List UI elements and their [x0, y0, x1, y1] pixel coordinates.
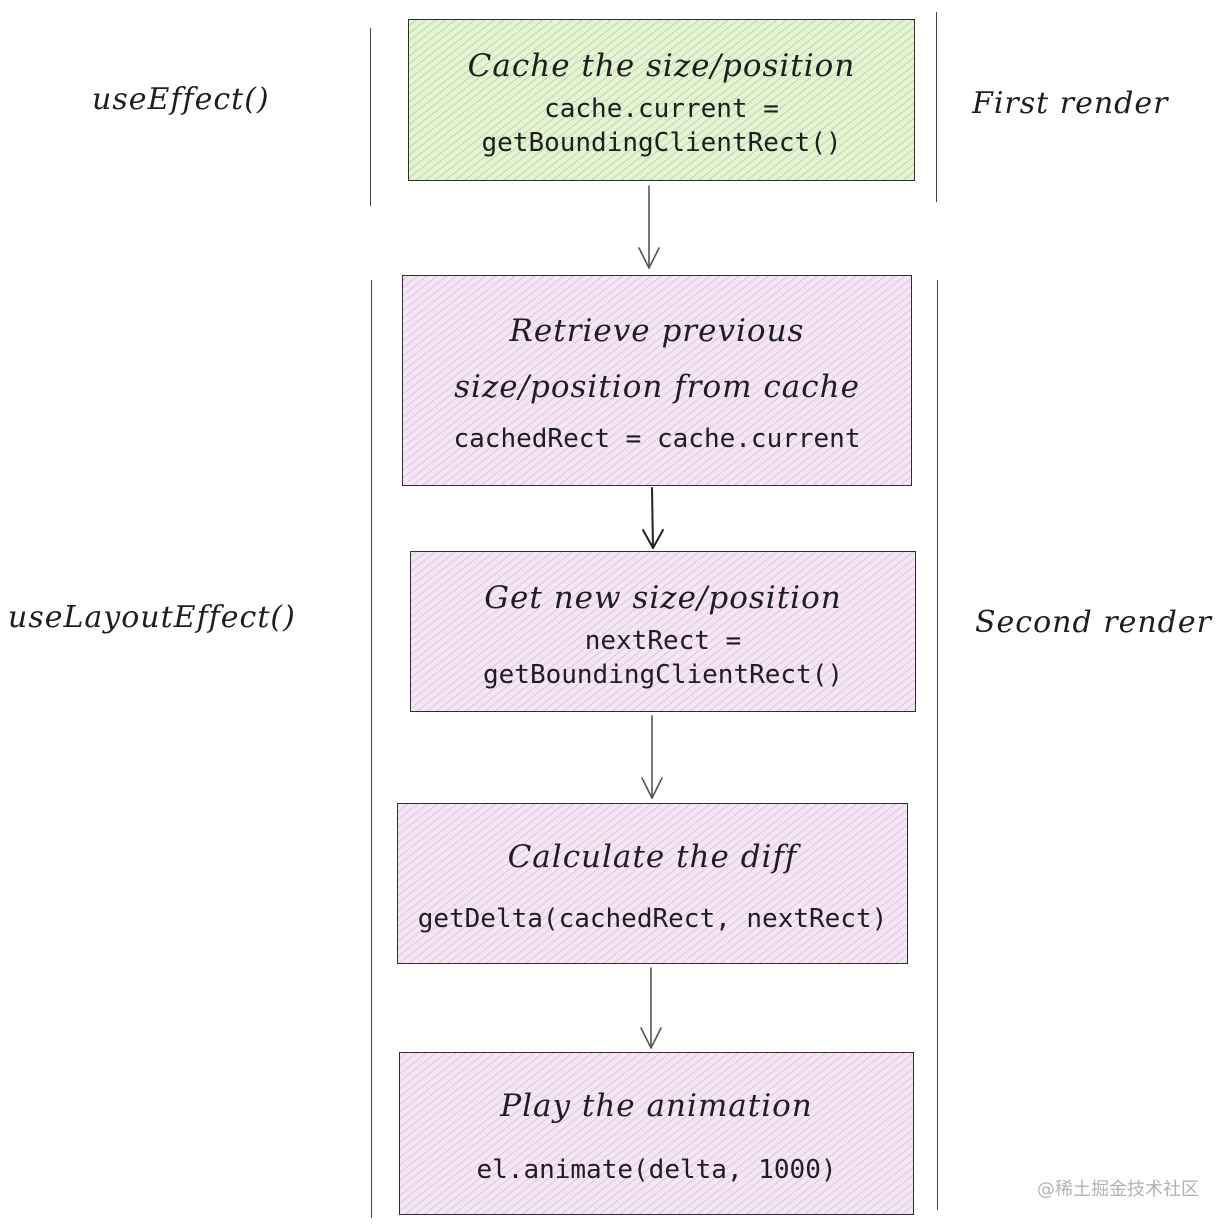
step-calculate-diff-box: Calculate the diff getDelta(cachedRect, … — [397, 803, 908, 964]
step-title: Retrieve previous size/position from cac… — [454, 312, 860, 405]
first-render-left-divider — [370, 28, 371, 206]
use-layout-effect-label: useLayoutEffect() — [8, 600, 296, 635]
arrow-cache-to-retrieve — [638, 185, 660, 269]
watermark: @稀土掘金技术社区 — [1037, 1179, 1199, 1200]
second-render-left-divider — [371, 280, 372, 1218]
step-get-new-size-box: Get new size/position nextRect = getBoun… — [410, 551, 916, 712]
second-render-label: Second render — [975, 605, 1212, 640]
step-title: Play the animation — [500, 1088, 813, 1125]
step-title: Cache the size/position — [467, 48, 856, 85]
arrow-get-new-to-calculate — [641, 715, 663, 799]
arrow-calculate-to-play — [640, 967, 662, 1049]
step-play-animation-box: Play the animation el.animate(delta, 100… — [399, 1052, 914, 1215]
step-code: el.animate(delta, 1000) — [476, 1154, 837, 1185]
arrow-retrieve-to-get-new — [642, 487, 664, 549]
step-code: cache.current = getBoundingClientRect() — [481, 94, 842, 159]
step-retrieve-cache-box: Retrieve previous size/position from cac… — [402, 275, 912, 486]
step-title: Get new size/position — [484, 579, 842, 616]
use-effect-label: useEffect() — [92, 82, 270, 117]
step-code: getDelta(cachedRect, nextRect) — [417, 903, 888, 934]
step-cache-size-box: Cache the size/position cache.current = … — [408, 19, 915, 181]
step-title: Calculate the diff — [507, 839, 798, 876]
first-render-label: First render — [972, 86, 1169, 121]
step-code: cachedRect = cache.current — [453, 424, 861, 455]
step-code: nextRect = getBoundingClientRect() — [482, 625, 844, 690]
second-render-right-divider — [937, 280, 938, 1210]
first-render-right-divider — [936, 12, 937, 202]
